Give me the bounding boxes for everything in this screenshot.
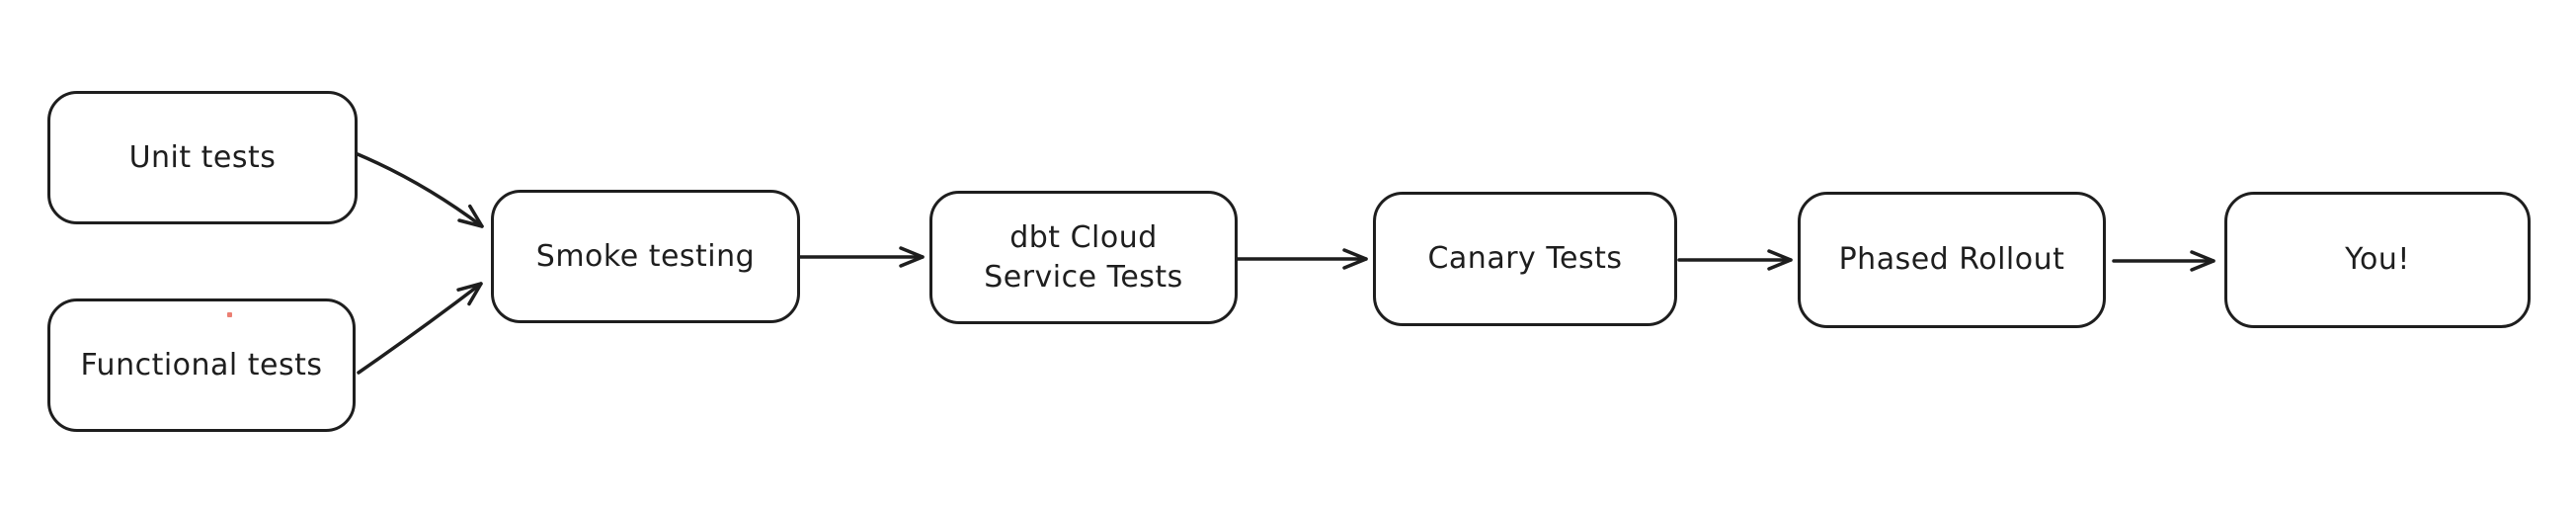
arrow-functional-tests-to-smoke-testing (357, 282, 483, 375)
node-you: You! (2224, 192, 2531, 328)
node-smoke-testing: Smoke testing (491, 190, 800, 323)
node-dbt-cloud-service-tests: dbt Cloud Service Tests (929, 191, 1238, 324)
node-dbt-cloud-service-tests-label: dbt Cloud Service Tests (984, 219, 1183, 295)
node-functional-tests-label: Functional tests (80, 347, 323, 382)
node-unit-tests-label: Unit tests (128, 139, 277, 175)
node-phased-rollout: Phased Rollout (1798, 192, 2106, 328)
node-canary-tests-label: Canary Tests (1427, 241, 1623, 276)
node-you-label: You! (2345, 242, 2410, 277)
node-canary-tests: Canary Tests (1373, 192, 1677, 326)
arrow-unit-tests-to-smoke-testing (356, 152, 484, 228)
node-phased-rollout-label: Phased Rollout (1838, 242, 2065, 277)
node-smoke-testing-label: Smoke testing (535, 238, 756, 274)
stray-red-dot (227, 312, 232, 317)
node-functional-tests: Functional tests (47, 298, 356, 432)
node-unit-tests: Unit tests (47, 91, 358, 224)
